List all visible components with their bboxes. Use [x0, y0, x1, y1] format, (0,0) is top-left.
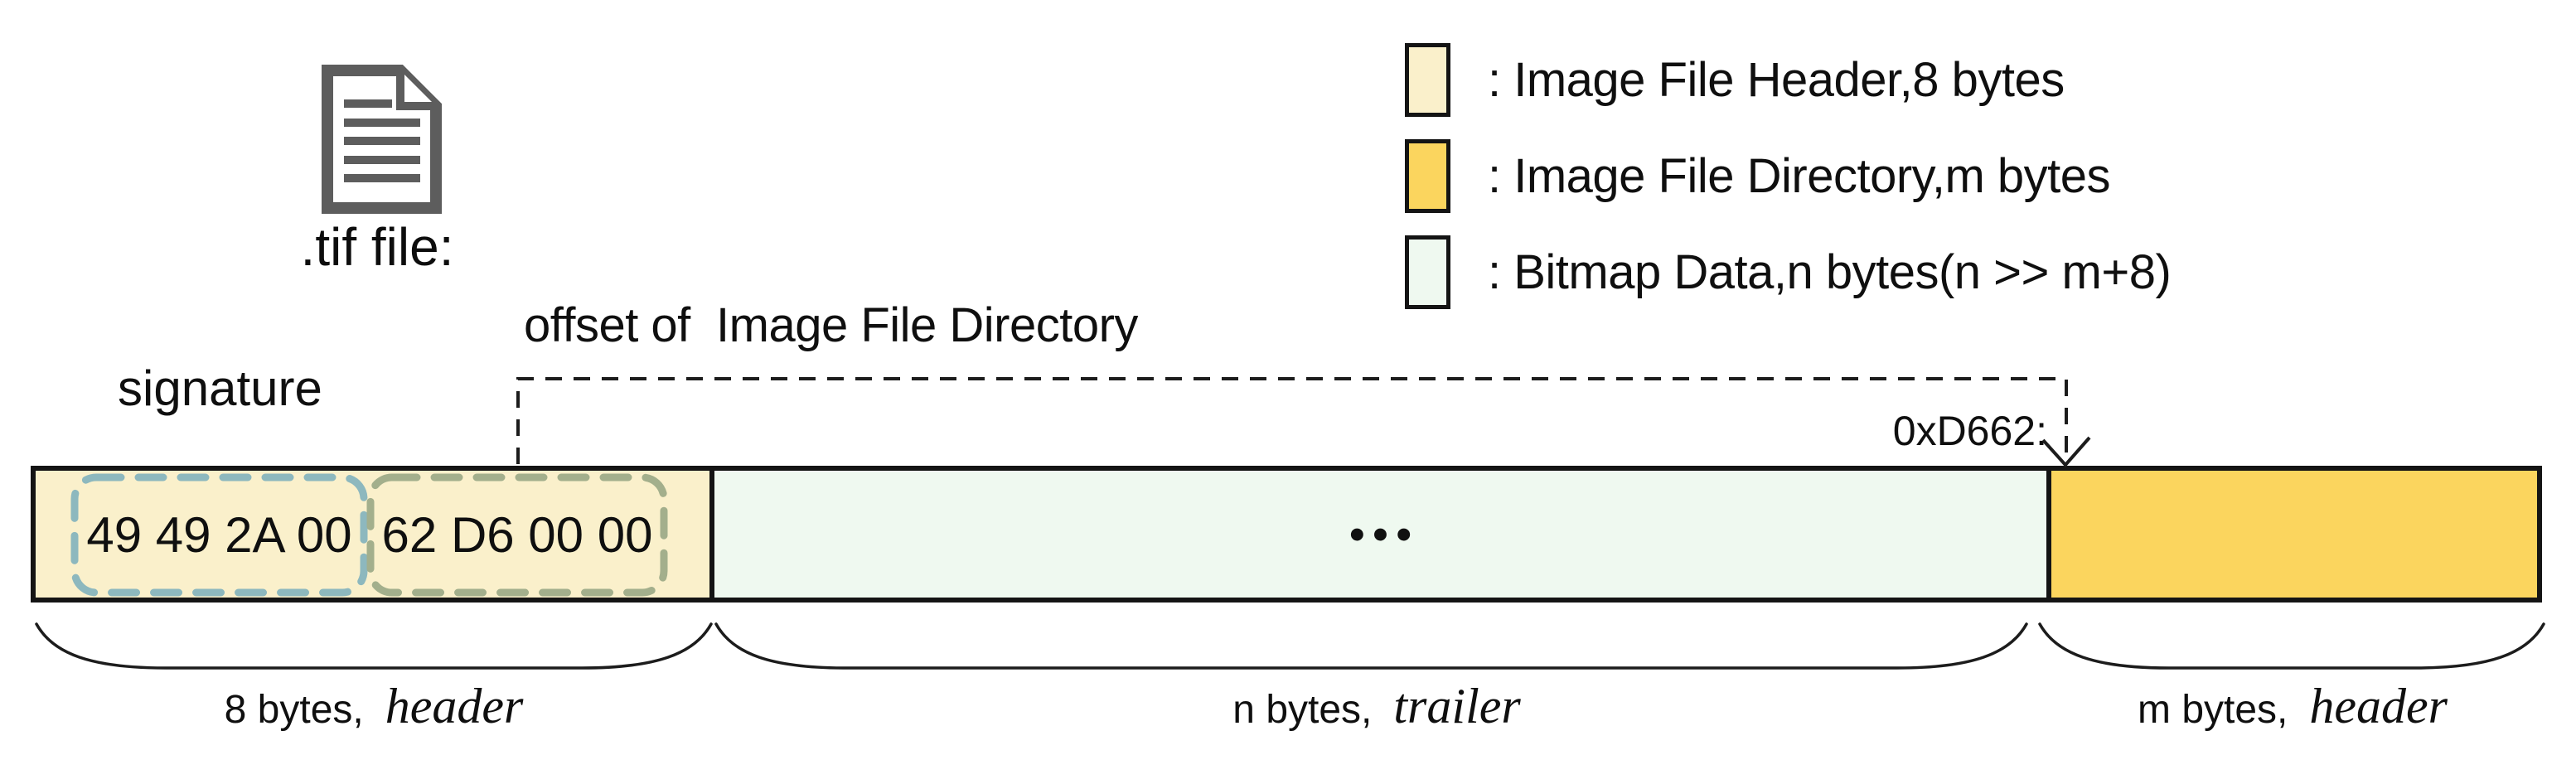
brace-label-header: 8 bytes, header	[225, 681, 524, 734]
bitmap-color-swatch	[1405, 235, 1450, 309]
file-type-label: .tif file:	[300, 217, 454, 277]
part-name-text: trailer	[1393, 679, 1521, 733]
legend-label: : Image File Header,8 bytes	[1488, 52, 2065, 107]
size-text: n bytes,	[1232, 688, 1373, 732]
legend: : Image File Header,8 bytes : Image File…	[1405, 43, 2172, 309]
legend-item-image-file-header: : Image File Header,8 bytes	[1405, 43, 2171, 117]
size-text: 8 bytes,	[224, 688, 364, 732]
bar-section-image-file-directory	[2046, 471, 2537, 598]
brace-header-m-bytes	[2038, 622, 2545, 670]
document-text-lines	[344, 99, 420, 182]
signature-bytes: 49 49 2A 00	[86, 507, 352, 563]
brace-label-trailer: n bytes, trailer	[1232, 681, 1520, 734]
bar-section-bitmap-data: •••	[709, 471, 2046, 598]
signature-label: signature	[118, 361, 322, 416]
directory-color-swatch	[1405, 139, 1450, 213]
offset-pointer-label: offset of Image File Directory	[524, 298, 1138, 352]
part-name-text: header	[2309, 679, 2448, 733]
bitmap-ellipsis: •••	[1349, 510, 1420, 559]
legend-label: : Image File Directory,m bytes	[1488, 148, 2111, 203]
size-text: m bytes,	[2137, 688, 2288, 732]
connector-arrowhead-icon	[2041, 436, 2091, 468]
document-icon	[322, 65, 442, 214]
legend-label: : Bitmap Data,n bytes(n >> m+8)	[1488, 244, 2172, 299]
legend-item-image-file-directory: : Image File Directory,m bytes	[1405, 139, 2171, 213]
brace-trailer-n-bytes	[714, 622, 2028, 670]
document-fold-corner	[396, 70, 436, 110]
brace-header-8-bytes	[35, 622, 713, 670]
ifd-offset-value-label: 0xD662:	[1892, 408, 2047, 454]
ifd-offset-bytes: 62 D6 00 00	[381, 507, 653, 563]
part-name-text: header	[385, 679, 524, 733]
brace-label-header-ifd: m bytes, header	[2138, 681, 2448, 734]
header-color-swatch	[1405, 43, 1450, 117]
offset-connector-dashed-line	[516, 377, 2068, 464]
legend-item-bitmap-data: : Bitmap Data,n bytes(n >> m+8)	[1405, 235, 2172, 309]
